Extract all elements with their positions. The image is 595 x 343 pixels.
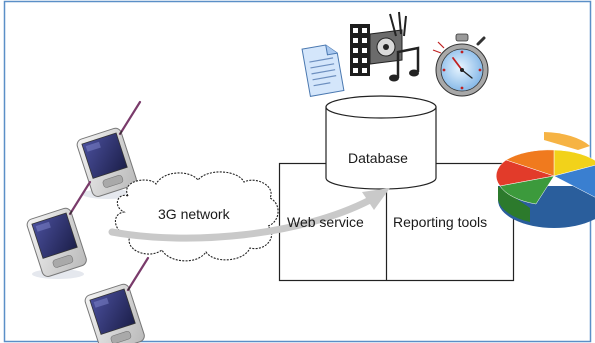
web-service-label: Web service: [287, 214, 364, 230]
film-music-icon: [350, 11, 420, 82]
stopwatch-icon: [432, 33, 489, 97]
network-label: 3G network: [158, 206, 231, 222]
reporting-tools-label: Reporting tools: [393, 214, 487, 230]
arrow-head: [362, 188, 390, 210]
pie-chart-icon: [495, 132, 595, 228]
database-cylinder: [325, 95, 437, 190]
network-arrow: [108, 196, 374, 242]
database-label: Database: [348, 150, 408, 166]
document-icon: [301, 44, 345, 97]
